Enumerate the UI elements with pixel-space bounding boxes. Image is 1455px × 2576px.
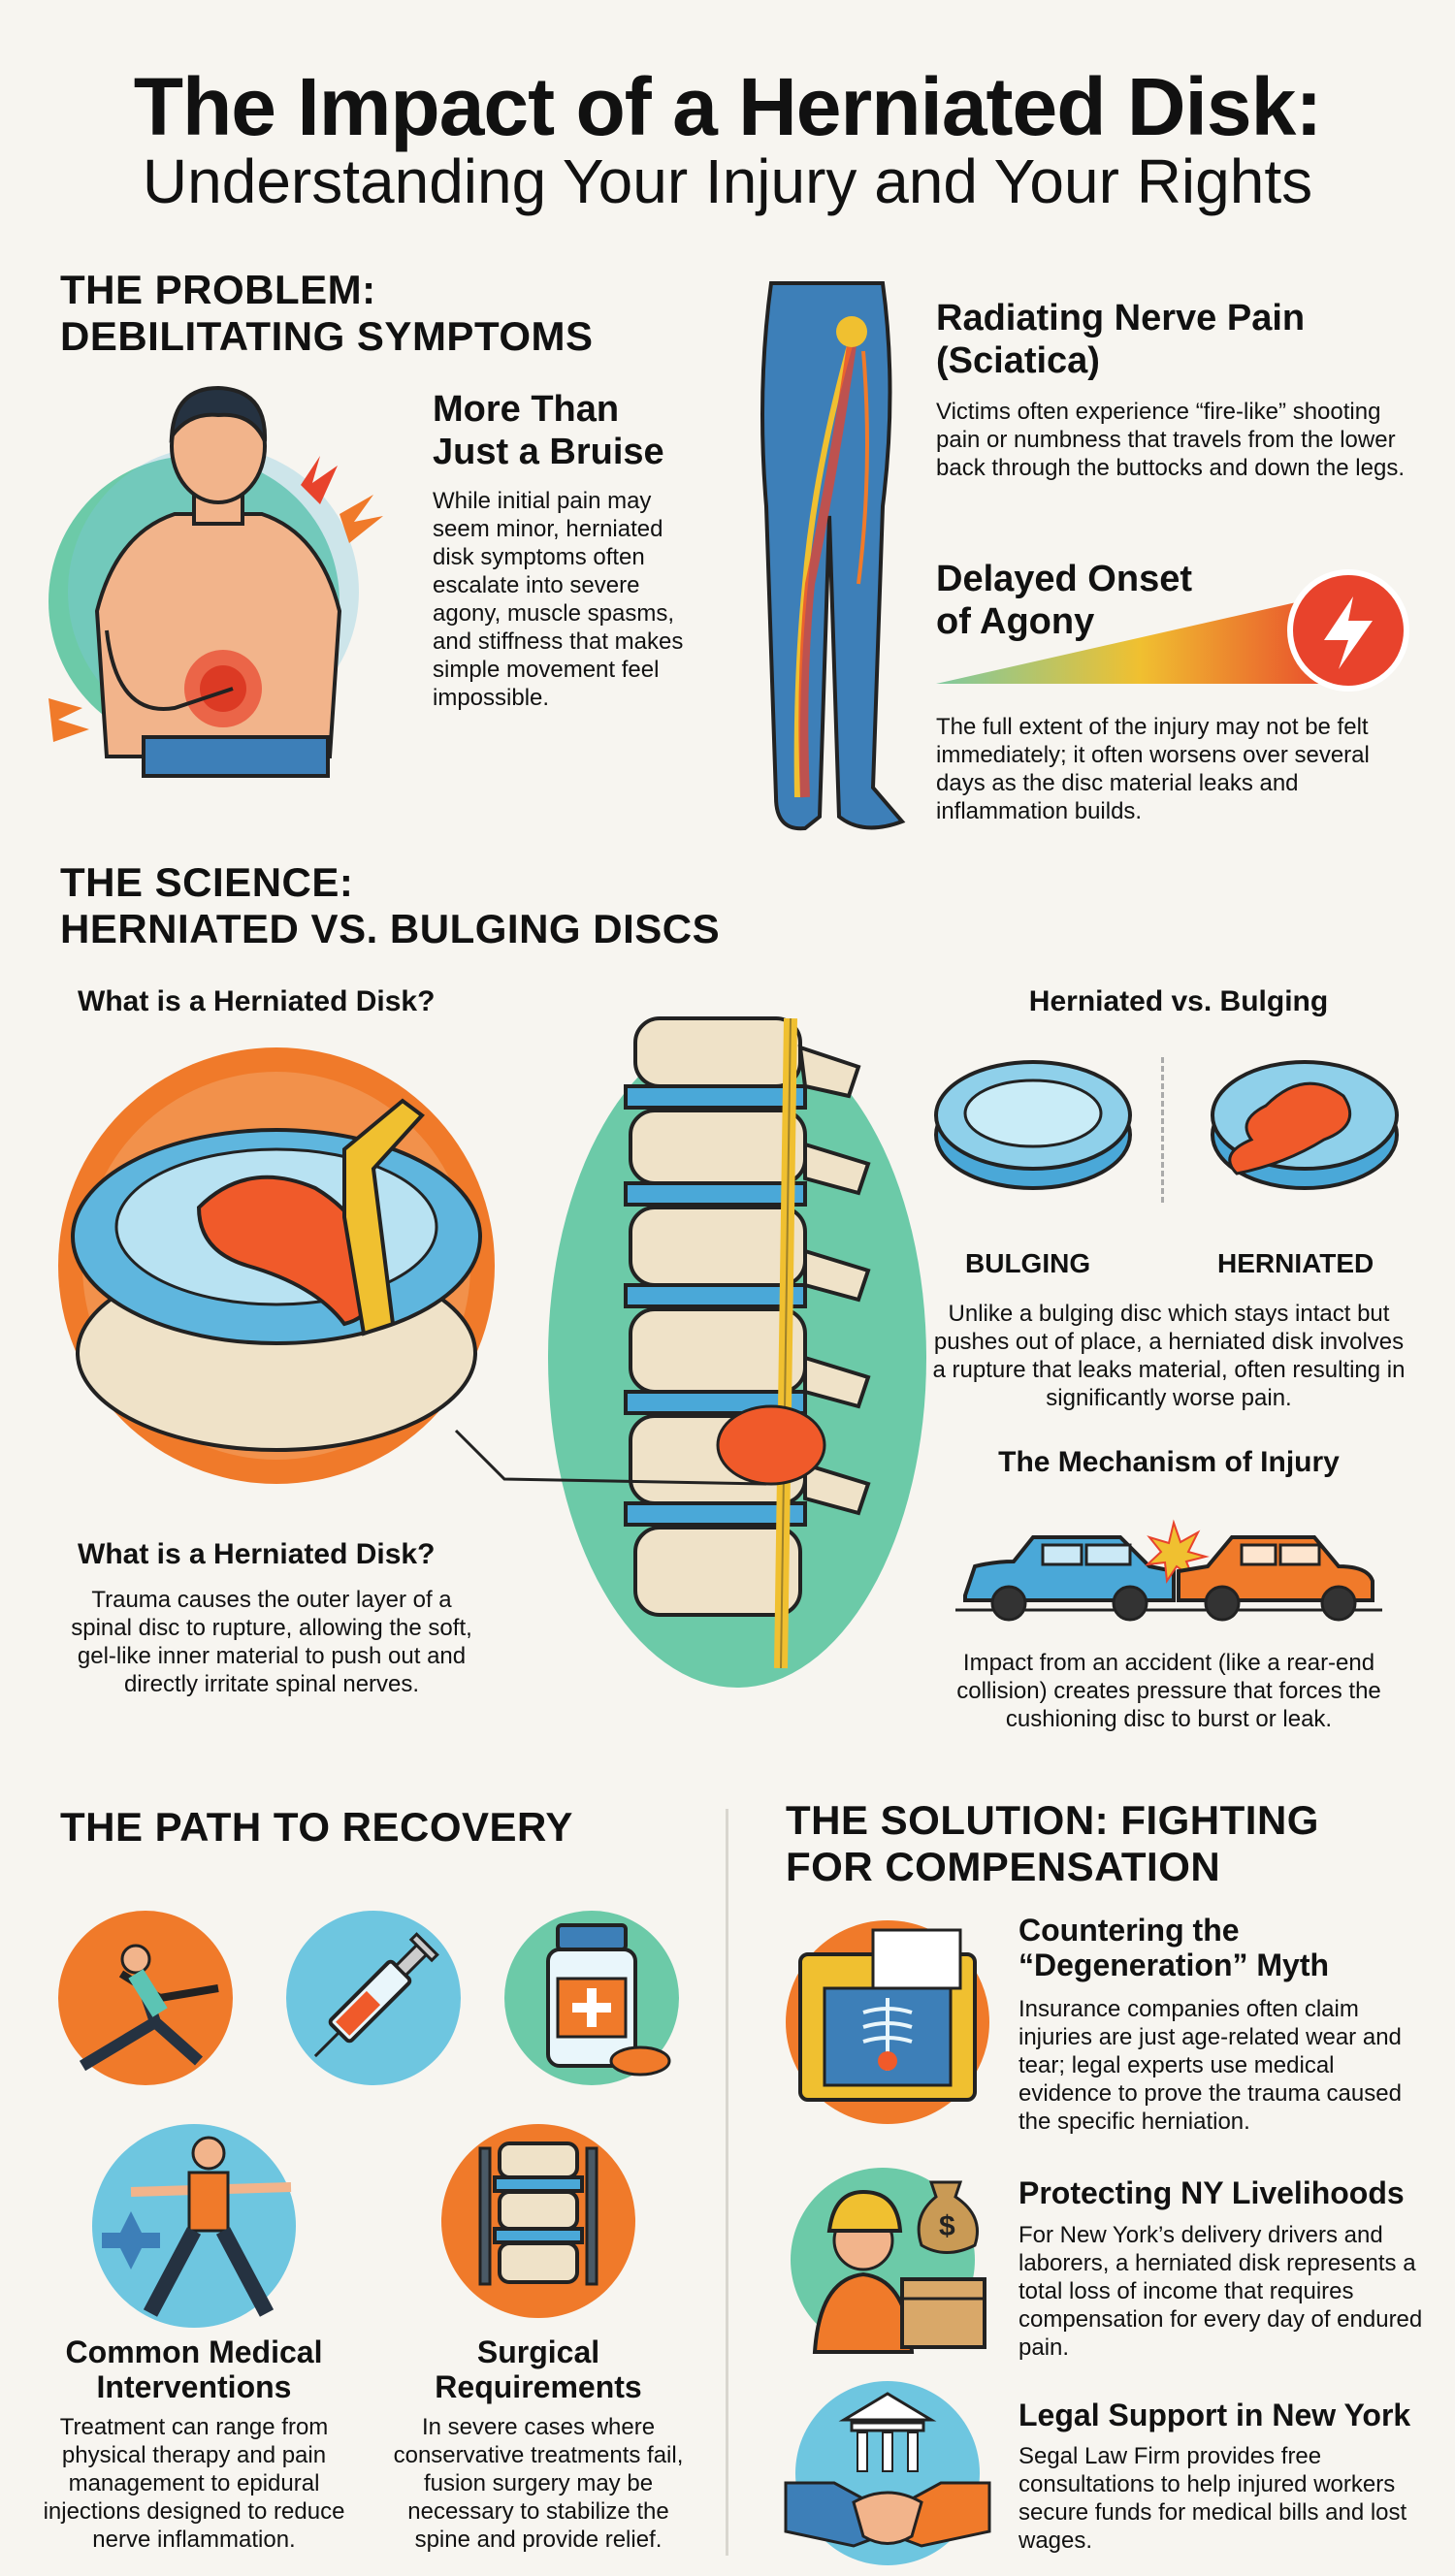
- worker-icon: $: [791, 2168, 986, 2354]
- herniated-definition-text: Trauma causes the outer layer of a spina…: [71, 1587, 472, 1697]
- medical-star-icon: [102, 2211, 160, 2270]
- mechanism-text: Impact from an accident (like a rear-end…: [956, 1650, 1381, 1732]
- delayed-text: The full extent of the injury may not be…: [936, 714, 1370, 824]
- impact-burst-icon: [1145, 1519, 1210, 1584]
- spine-illustration: [548, 1016, 926, 1688]
- yoga-stretch-icon: [58, 1911, 233, 2085]
- bruise-title: More Than Just a Bruise: [433, 389, 664, 472]
- sciatica-legs-illustration: [760, 281, 906, 831]
- courthouse-icon: [838, 2392, 937, 2472]
- delayed-title: Delayed Onset of Agony: [936, 559, 1192, 642]
- car-collision-illustration: [955, 1519, 1382, 1622]
- herniated-question-bottom: What is a Herniated Disk?: [78, 1538, 436, 1570]
- ny-text: For New York’s delivery drivers and labo…: [1018, 2222, 1423, 2361]
- handshake-icon: [784, 2481, 991, 2548]
- delayed-onset-wedge: [936, 569, 1409, 692]
- herniated-question-top: What is a Herniated Disk?: [78, 985, 436, 1017]
- ny-title: Protecting NY Livelihoods: [1018, 2175, 1405, 2210]
- money-bag-icon: $: [917, 2180, 979, 2254]
- section-divider: [726, 1809, 728, 2556]
- orange-car-icon: [1177, 1535, 1374, 1622]
- svg-text:$: $: [939, 2210, 955, 2242]
- medical-interventions-text: Treatment can range from physical therap…: [43, 2414, 345, 2553]
- mechanism-title: The Mechanism of Injury: [998, 1446, 1340, 1478]
- surgical-requirements-text: In severe cases where conservative treat…: [393, 2414, 684, 2553]
- page-subtitle: Understanding Your Injury and Your Right…: [142, 146, 1313, 216]
- sciatica-title: Radiating Nerve Pain (Sciatica): [936, 298, 1306, 381]
- back-pain-illustration: [48, 385, 383, 778]
- myth-text: Insurance companies often claim injuries…: [1018, 1996, 1402, 2135]
- solution-heading: THE SOLUTION: FIGHTING FOR COMPENSATION: [786, 1797, 1319, 1889]
- disc-closeup-illustration: [58, 1047, 495, 1484]
- vs-title: Herniated vs. Bulging: [1028, 985, 1329, 1017]
- blue-car-icon: [963, 1535, 1176, 1622]
- legal-title: Legal Support in New York: [1018, 2398, 1411, 2432]
- physical-therapy-icon: [92, 2124, 296, 2328]
- sciatica-text: Victims often experience “fire-like” sho…: [936, 399, 1405, 481]
- vs-divider: [1161, 1057, 1167, 1203]
- zoom-connector-line: [454, 1429, 767, 1486]
- science-heading: THE SCIENCE: HERNIATED VS. BULGING DISCS: [60, 859, 721, 951]
- herniated-label: HERNIATED: [1217, 1248, 1374, 1278]
- bulging-disc-icon: [934, 1060, 1132, 1190]
- herniated-disc-icon: [1211, 1060, 1399, 1190]
- xray-folder-icon: [786, 1920, 989, 2124]
- vs-text: Unlike a bulging disc which stays intact…: [932, 1301, 1406, 1411]
- bulging-label: BULGING: [965, 1248, 1091, 1278]
- lightning-icon: [1287, 569, 1409, 692]
- page-title: The Impact of a Herniated Disk:: [133, 61, 1323, 152]
- surgical-requirements-title: Surgical Requirements: [435, 2334, 642, 2404]
- medicine-bottle-icon: [504, 1911, 679, 2085]
- bruise-text: While initial pain may seem minor, herni…: [433, 488, 684, 711]
- syringe-icon: [286, 1911, 461, 2085]
- medical-interventions-title: Common Medical Interventions: [65, 2334, 323, 2404]
- recovery-heading: THE PATH TO RECOVERY: [60, 1804, 573, 1850]
- spinal-fusion-icon: [441, 2124, 635, 2318]
- myth-title: Countering the “Degeneration” Myth: [1018, 1913, 1330, 1982]
- legal-text: Segal Law Firm provides free consultatio…: [1018, 2443, 1407, 2554]
- handshake-courthouse-icon: [784, 2381, 991, 2565]
- problem-heading: THE PROBLEM: DEBILITATING SYMPTOMS: [60, 267, 594, 359]
